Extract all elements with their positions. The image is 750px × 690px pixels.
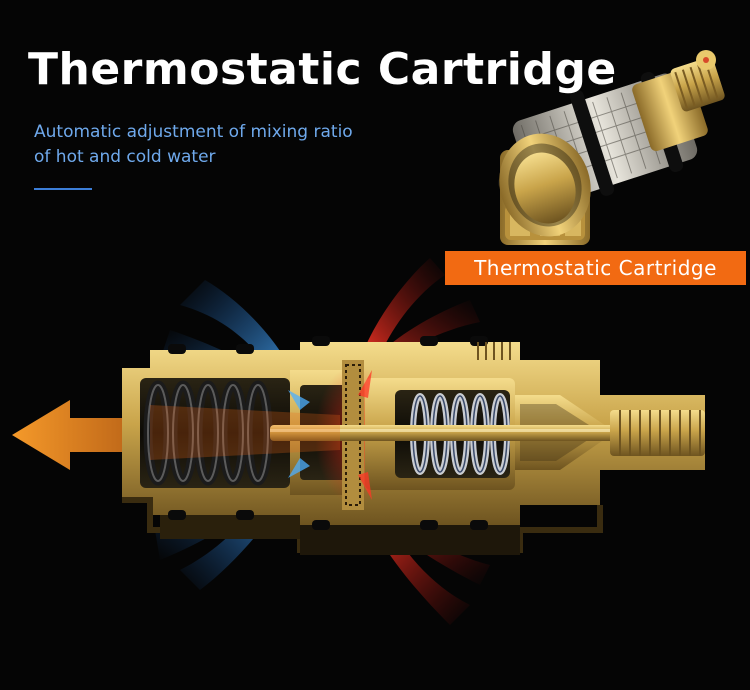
product-label-badge: Thermostatic Cartridge	[445, 251, 746, 285]
cartridge-product-photo	[498, 50, 725, 245]
cartridge-section-view	[122, 336, 705, 555]
subtitle-line-2: of hot and cold water	[34, 147, 216, 167]
subtitle-line-1: Automatic adjustment of mixing ratio	[34, 122, 353, 142]
hot-inlet-upper-icon	[362, 258, 445, 360]
title-underline-divider	[34, 188, 92, 190]
flow-overlay	[150, 370, 372, 500]
page-title: Thermostatic Cartridge	[28, 44, 617, 95]
page-subtitle: Automatic adjustment of mixing ratio of …	[34, 120, 414, 170]
